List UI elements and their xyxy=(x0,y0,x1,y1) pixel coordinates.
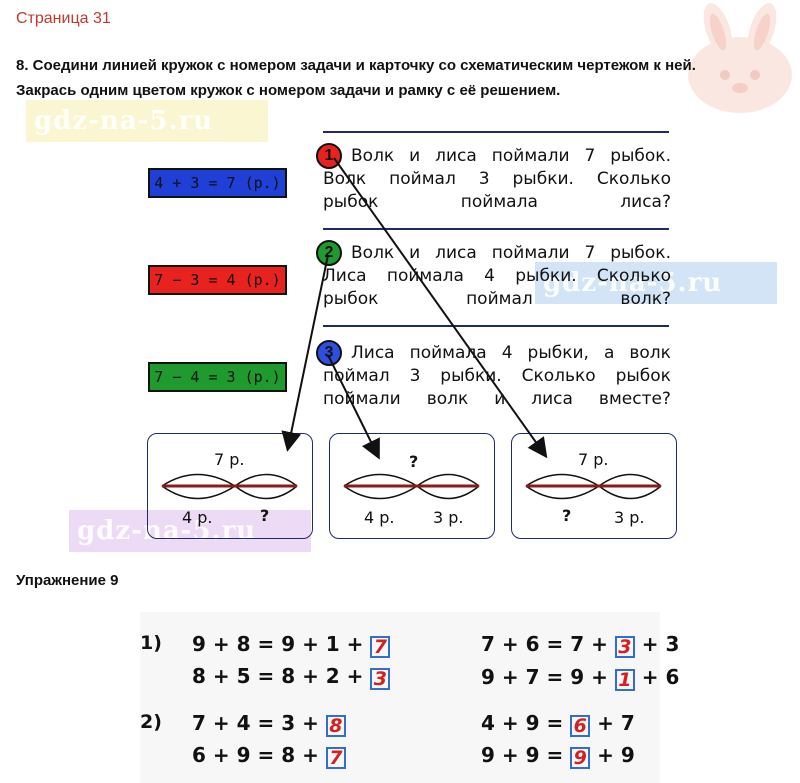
exercise-row: 4 + 9 = 6 + 7 xyxy=(481,711,635,737)
expression: 9 + 9 = xyxy=(481,743,571,767)
diagram-right-label: 3 р. xyxy=(614,508,645,527)
problem-number-circle-1: 1 xyxy=(316,143,342,169)
answer-box[interactable]: 7 xyxy=(370,636,391,658)
problem-number-circle-3: 3 xyxy=(316,340,342,366)
answer-box[interactable]: 3 xyxy=(370,668,391,690)
diagram-top-label: 7 р. xyxy=(578,450,609,469)
task8-line1: 8. Соедини линией кружок с номером задач… xyxy=(16,57,696,74)
segment-diagram xyxy=(343,473,480,500)
answer-box[interactable]: 1 xyxy=(614,669,635,691)
expression-tail: + 3 xyxy=(634,632,680,656)
exercise-row: 8 + 5 = 8 + 2 + 3 xyxy=(192,664,391,690)
answer-box[interactable]: 3 xyxy=(614,636,635,658)
diagram-left-label: ? xyxy=(562,506,572,525)
exercise-row: 6 + 9 = 8 + 7 xyxy=(192,743,346,769)
task8-line2: Закрась одним цветом кружок с номером за… xyxy=(16,82,561,99)
expression: 4 + 9 = xyxy=(481,711,571,735)
answer-box[interactable]: 8 xyxy=(325,715,346,737)
expression-tail: + 9 xyxy=(590,743,635,767)
segment-diagram xyxy=(161,473,298,500)
diagram-card-2: ? 4 р. 3 р. xyxy=(329,433,495,539)
exercise-group-label-1: 1) xyxy=(140,632,162,654)
answer-box[interactable]: 7 xyxy=(325,747,346,769)
segment-diagram xyxy=(525,473,662,500)
diagram-card-3: 7 р. ? 3 р. xyxy=(511,433,677,539)
watermark: gdz-na-5.ru xyxy=(535,262,777,304)
equation-card-blue: 4 + 3 = 7 (р.) xyxy=(148,168,287,198)
exercise-row: 9 + 7 = 9 + 1 + 6 xyxy=(481,665,679,691)
exercise9-panel xyxy=(140,612,660,783)
answer-box[interactable]: 6 xyxy=(570,715,591,737)
diagram-left-label: 4 р. xyxy=(182,508,213,527)
arrow-problem3-to-diagram2 xyxy=(327,354,380,460)
expression: 7 + 6 = 7 + xyxy=(481,632,615,656)
bunny-logo-icon xyxy=(688,3,792,113)
diagram-top-label: ? xyxy=(409,452,419,471)
divider-line xyxy=(323,325,669,327)
exercise-row: 9 + 9 = 9 + 9 xyxy=(481,743,635,769)
equation-card-red: 7 − 3 = 4 (р.) xyxy=(148,265,287,295)
divider-line xyxy=(323,131,669,133)
expression: 9 + 7 = 9 + xyxy=(481,665,615,689)
diagram-top-label: 7 р. xyxy=(214,450,245,469)
expression-tail: + 7 xyxy=(590,711,635,735)
watermark: gdz-na-5.ru xyxy=(69,510,311,552)
equation-card-green: 7 − 4 = 3 (р.) xyxy=(148,362,287,392)
page-heading: Страница 31 xyxy=(16,10,111,27)
exercise-row: 7 + 4 = 3 + 8 xyxy=(192,711,346,737)
arrow-problem1-to-diagram3 xyxy=(333,157,548,459)
exercise9-heading: Упражнение 9 xyxy=(16,572,119,589)
expression: 7 + 4 = 3 + xyxy=(192,711,326,735)
expression: 8 + 5 = 8 + 2 + xyxy=(192,664,371,688)
diagram-right-label: 3 р. xyxy=(433,508,464,527)
diagram-right-label: ? xyxy=(260,506,270,525)
expression-tail: + 6 xyxy=(634,665,680,689)
arrow-problem2-to-diagram1 xyxy=(281,254,329,452)
expression: 9 + 8 = 9 + 1 + xyxy=(192,632,371,656)
diagram-card-1: 7 р. 4 р. ? xyxy=(147,433,313,539)
expression: 6 + 9 = 8 + xyxy=(192,743,326,767)
watermark: gdz-na-5.ru xyxy=(26,100,268,142)
diagram-left-label: 4 р. xyxy=(364,508,395,527)
exercise-row: 9 + 8 = 9 + 1 + 7 xyxy=(192,632,391,658)
divider-line xyxy=(323,228,669,230)
exercise-group-label-2: 2) xyxy=(140,711,162,733)
exercise-row: 7 + 6 = 7 + 3 + 3 xyxy=(481,632,679,658)
answer-box[interactable]: 9 xyxy=(570,747,591,769)
problem-number-circle-2: 2 xyxy=(316,240,342,266)
